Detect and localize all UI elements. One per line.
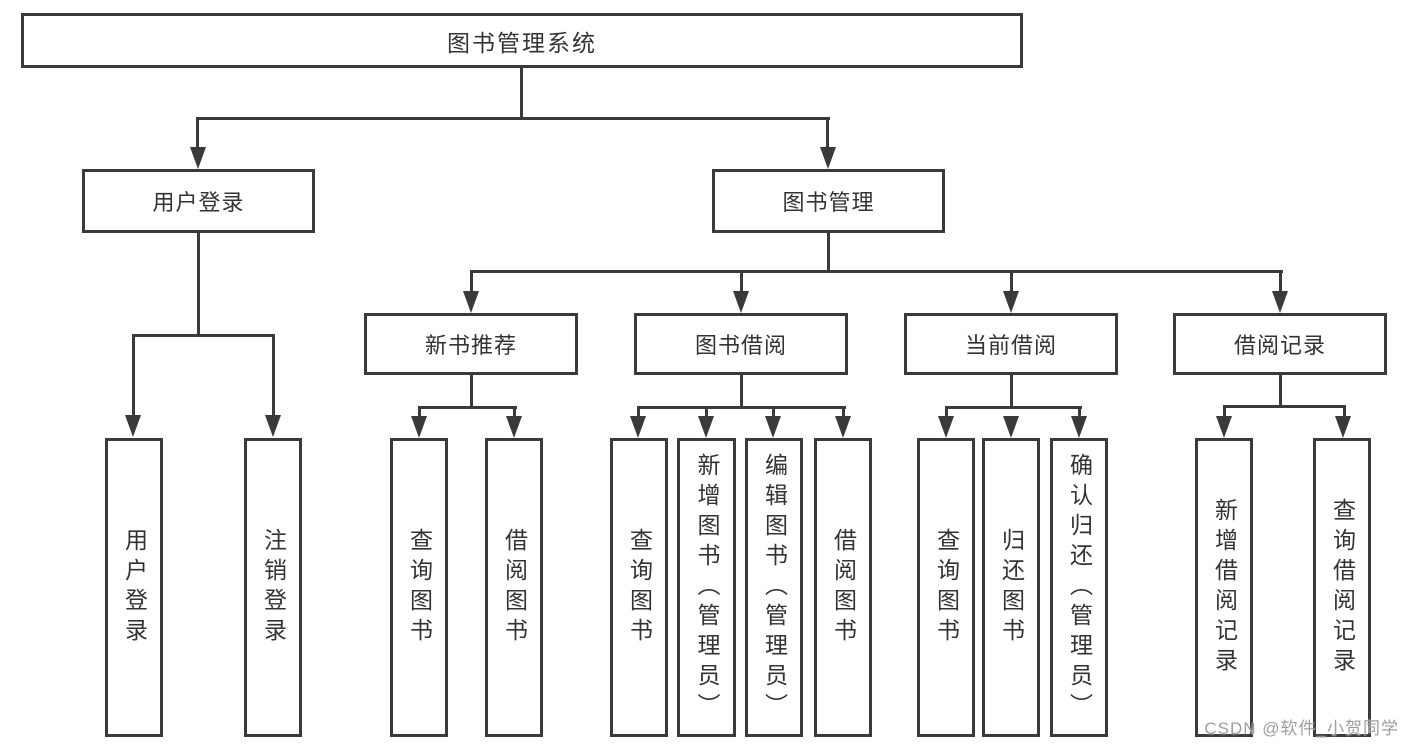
node-user-login: 用户登录	[82, 169, 315, 233]
leaf-user-login: 用户登录	[105, 438, 163, 737]
leaf-add-book-admin: 新增图书（管理员）	[677, 438, 736, 737]
arrow-down-icon	[835, 416, 851, 438]
arrow-down-icon	[265, 415, 281, 437]
connector	[1010, 375, 1013, 409]
connector	[197, 233, 200, 337]
connector	[1343, 405, 1346, 420]
node-label: 用户登录	[152, 190, 245, 215]
connector	[470, 270, 473, 296]
connector	[470, 375, 473, 409]
leaf-logout: 注销登录	[244, 438, 302, 737]
node-library-management-system: 图书管理系统	[21, 13, 1023, 68]
leaf-borrow-books-recommend: 借阅图书	[485, 438, 543, 737]
connector	[272, 334, 275, 419]
connector	[1010, 270, 1013, 296]
leaf-label: 新增图书（管理员）	[694, 452, 720, 723]
node-book-management: 图书管理	[712, 169, 945, 233]
connector	[196, 117, 199, 153]
arrow-down-icon	[630, 416, 646, 438]
connector	[1078, 406, 1081, 420]
arrow-down-icon	[1071, 416, 1087, 438]
connector	[740, 375, 743, 409]
connector	[132, 334, 135, 419]
connector	[637, 406, 846, 409]
connector	[1279, 375, 1282, 408]
connector	[470, 270, 1283, 273]
leaf-label: 借阅图书	[501, 527, 528, 648]
connector	[842, 406, 845, 420]
connector	[740, 270, 743, 296]
leaf-edit-book-admin: 编辑图书（管理员）	[745, 438, 803, 737]
connector	[196, 117, 830, 120]
connector	[945, 406, 948, 420]
connector	[705, 406, 708, 420]
watermark: CSDN @软件_小贺同学	[1204, 719, 1399, 738]
leaf-query-books-recommend: 查询图书	[390, 438, 448, 737]
node-label: 借阅记录	[1233, 333, 1326, 358]
arrow-down-icon	[1272, 291, 1288, 313]
arrow-down-icon	[1003, 416, 1019, 438]
arrow-down-icon	[1003, 291, 1019, 313]
node-label: 图书管理系统	[447, 29, 597, 56]
node-current-borrowing: 当前借阅	[904, 313, 1118, 375]
leaf-label: 借阅图书	[830, 527, 857, 648]
connector	[945, 406, 1082, 409]
arrow-down-icon	[733, 291, 749, 313]
leaf-query-borrow-record: 查询借阅记录	[1313, 438, 1371, 737]
arrow-down-icon	[1335, 416, 1351, 438]
leaf-label: 新增借阅记录	[1211, 497, 1238, 678]
connector	[637, 406, 640, 420]
leaf-label: 注销登录	[260, 527, 287, 648]
connector	[418, 406, 517, 409]
leaf-label: 归还图书	[998, 527, 1025, 648]
node-new-book-recommendation: 新书推荐	[364, 313, 578, 375]
arrow-down-icon	[506, 416, 522, 438]
connector	[1223, 405, 1346, 408]
leaf-label: 编辑图书（管理员）	[761, 452, 788, 723]
arrow-down-icon	[411, 416, 427, 438]
leaf-query-books-current: 查询图书	[917, 438, 975, 737]
arrow-down-icon	[820, 147, 836, 169]
leaf-label: 确认归还（管理员）	[1066, 452, 1093, 723]
connector	[418, 406, 421, 420]
arrow-down-icon	[190, 147, 206, 169]
leaf-borrow-books-borrowing: 借阅图书	[814, 438, 872, 737]
arrow-down-icon	[125, 415, 141, 437]
leaf-label: 用户登录	[121, 527, 148, 648]
arrow-down-icon	[938, 416, 954, 438]
leaf-add-borrow-record: 新增借阅记录	[1195, 438, 1253, 737]
connector	[513, 406, 516, 420]
connector	[520, 68, 523, 120]
connector	[132, 334, 275, 337]
node-label: 图书借阅	[694, 333, 787, 358]
leaf-label: 查询图书	[406, 527, 433, 648]
node-borrowing-records: 借阅记录	[1173, 313, 1387, 375]
connector	[772, 406, 775, 420]
leaf-confirm-return-admin: 确认归还（管理员）	[1050, 438, 1108, 737]
leaf-return-book: 归还图书	[982, 438, 1040, 737]
node-label: 图书管理	[782, 190, 875, 215]
arrow-down-icon	[463, 291, 479, 313]
connector	[827, 233, 830, 273]
arrow-down-icon	[765, 416, 781, 438]
arrow-down-icon	[1216, 416, 1232, 438]
node-label: 当前借阅	[964, 333, 1057, 358]
arrow-down-icon	[698, 416, 714, 438]
leaf-label: 查询图书	[626, 527, 653, 648]
leaf-label: 查询借阅记录	[1329, 497, 1356, 678]
leaf-query-books-borrowing: 查询图书	[610, 438, 668, 737]
node-label: 新书推荐	[424, 333, 517, 358]
connector	[826, 117, 829, 153]
leaf-label: 查询图书	[933, 527, 960, 648]
connector	[1279, 270, 1282, 296]
node-book-borrowing: 图书借阅	[634, 313, 848, 375]
connector	[1223, 405, 1226, 420]
